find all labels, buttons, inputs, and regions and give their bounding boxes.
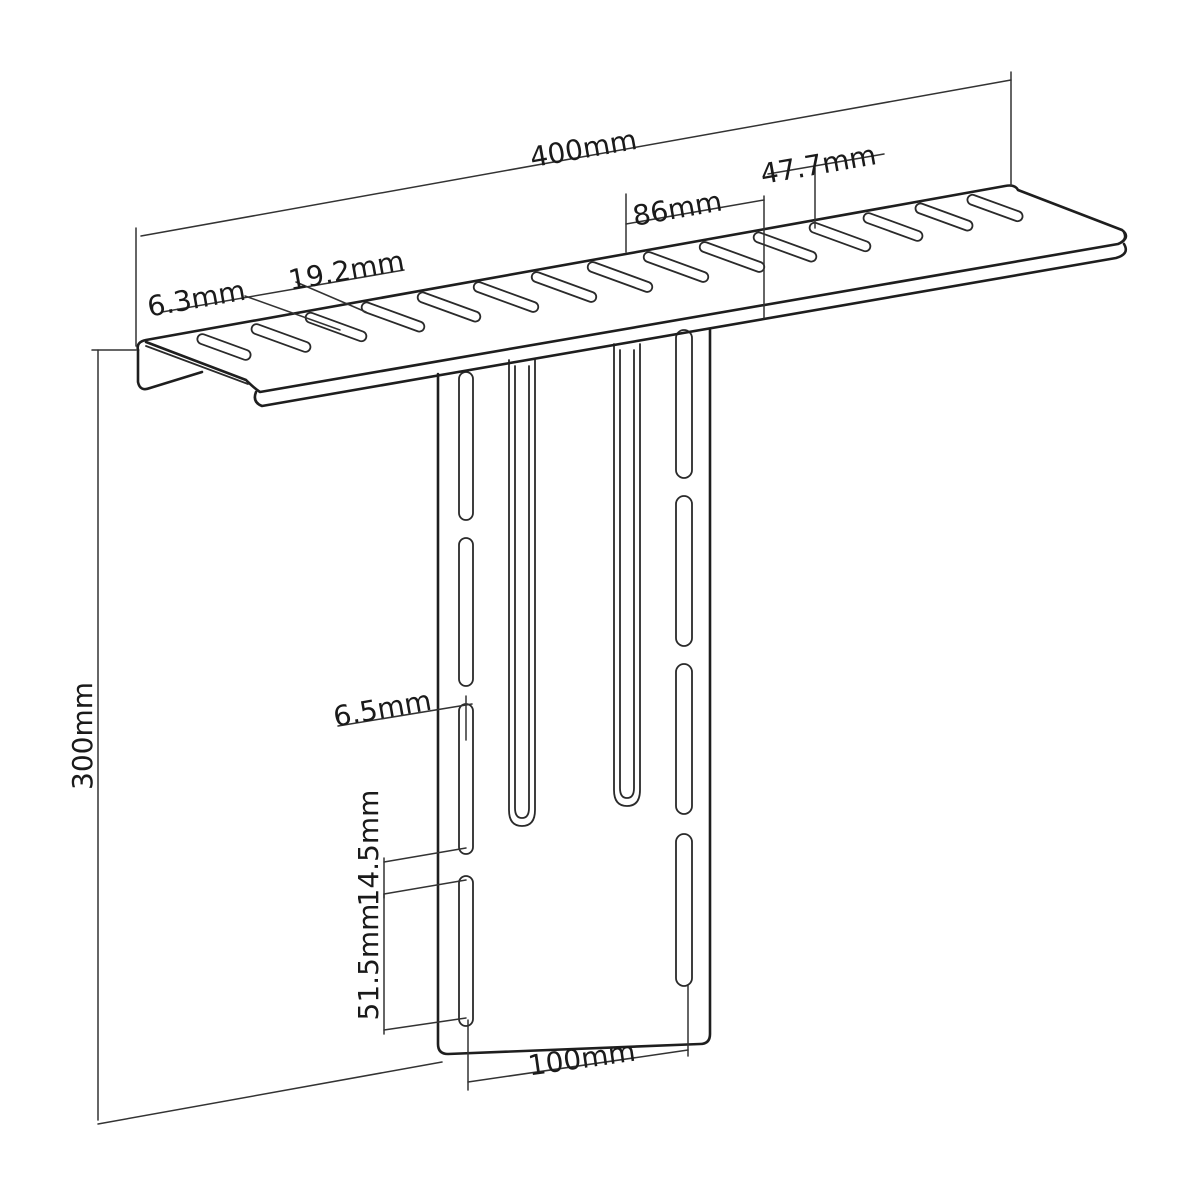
- dim-19-2-leader: [295, 281, 367, 313]
- shelf-slot: [304, 311, 368, 343]
- plate-slot: [675, 833, 693, 987]
- shelf-inner-edge: [145, 345, 249, 385]
- label-86mm: 86mm: [630, 185, 725, 233]
- dim-14-5-top: [383, 847, 467, 863]
- plate-slot: [675, 495, 693, 647]
- shelf-left-flange: [136, 348, 204, 391]
- long-channel: [508, 359, 536, 827]
- shelf-front-edge: [253, 242, 1128, 408]
- long-channel: [514, 365, 530, 819]
- dim-14-5-bottom: [383, 879, 467, 895]
- shelf-slot: [862, 212, 924, 242]
- vertical-plate-outline: [436, 328, 712, 1056]
- shelf-front-lip: [144, 230, 1127, 394]
- dim-6-3-line: [161, 269, 405, 313]
- plate-slot: [458, 537, 474, 687]
- dim-300-ext-bottom: [97, 1061, 443, 1125]
- shelf-slot: [416, 291, 482, 323]
- left-slot-column: [458, 371, 474, 1027]
- shelf-slot: [472, 281, 540, 313]
- dim-86-line: [625, 199, 765, 225]
- label-51-5mm: 51.5mm: [352, 904, 385, 1021]
- plate-slot: [675, 663, 693, 815]
- label-6-3mm: 6.3mm: [145, 274, 248, 324]
- shelf-slot: [360, 301, 426, 333]
- long-channel: [619, 349, 635, 799]
- plate-slot: [458, 875, 474, 1027]
- shelf-slot: [530, 271, 598, 303]
- shelf-slot: [914, 202, 974, 232]
- plate-slot: [675, 329, 693, 479]
- label-47-7mm: 47.7mm: [758, 138, 879, 191]
- dim-47-line: [767, 153, 885, 175]
- label-6-5mm: 6.5mm: [331, 684, 434, 734]
- label-19-2mm: 19.2mm: [286, 244, 407, 297]
- right-slot-column: [675, 329, 693, 987]
- shelf-slot-row: [196, 193, 1024, 361]
- label-100mm: 100mm: [526, 1035, 638, 1083]
- top-shelf: [136, 184, 1128, 408]
- dim-400-line: [140, 79, 1012, 237]
- shelf-slot: [586, 261, 654, 293]
- dimension-lines: [91, 71, 1012, 1125]
- shelf-slot: [752, 231, 818, 263]
- shelf-slot: [642, 251, 710, 283]
- plate-slot: [458, 371, 474, 521]
- shelf-slot: [196, 333, 252, 361]
- label-400mm: 400mm: [527, 123, 639, 174]
- dim-100-line: [467, 1049, 689, 1083]
- shelf-slot: [966, 193, 1024, 223]
- dim-51-5-bottom: [383, 1017, 467, 1031]
- vertical-plate: [436, 328, 712, 1056]
- shelf-slot: [808, 221, 872, 253]
- dim-6-5-line: [337, 703, 473, 727]
- shelf-slot: [698, 241, 766, 273]
- shelf-slot: [250, 323, 312, 353]
- label-14-5mm: 14.5mm: [352, 790, 385, 907]
- dim-6-3-leader: [244, 295, 341, 331]
- label-300mm: 300mm: [66, 682, 99, 790]
- long-channel: [613, 343, 641, 807]
